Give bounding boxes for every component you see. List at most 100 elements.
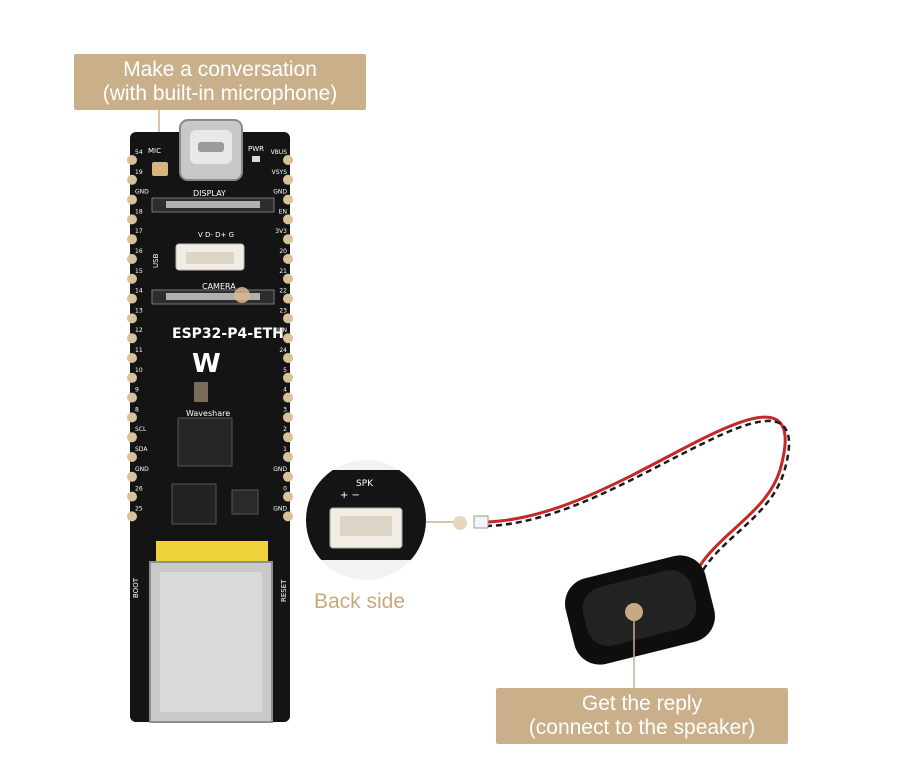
pin-label: 9 (135, 387, 139, 394)
cable-plug (473, 515, 489, 529)
pin-label: 5 (283, 367, 287, 374)
speaker-cable-black (485, 419, 791, 593)
camera-marker (234, 287, 250, 303)
spk-polarity: + − (340, 490, 360, 501)
pin-label: 23 (279, 307, 287, 314)
usb-header-socket (186, 252, 234, 264)
pin-label: 2 (283, 426, 287, 433)
camera-label: CAMERA (202, 282, 236, 291)
edge-pad (127, 254, 137, 264)
edge-pad (127, 333, 137, 344)
edge-pad (127, 313, 137, 324)
edge-pad (127, 432, 137, 443)
edge-pad (283, 432, 293, 443)
pin-label: 12 (135, 327, 143, 334)
pwr-led (252, 156, 260, 162)
edge-pad (127, 412, 137, 423)
edge-pad (283, 155, 293, 165)
speaker-cable-red (485, 415, 787, 591)
mic-label: MIC (148, 147, 161, 155)
edge-pad (283, 214, 293, 225)
pin-label: VBUS (271, 149, 288, 156)
pin-label: GND (273, 189, 287, 196)
pin-label: 4 (283, 387, 287, 394)
edge-pad (127, 452, 137, 462)
back-side-label: Back side (314, 590, 406, 613)
edge-pad (283, 254, 293, 264)
connector-marker (453, 516, 467, 530)
edge-pad (283, 471, 293, 482)
pin-label: 14 (135, 288, 143, 295)
pin-label: 26 (135, 486, 143, 493)
pin-label: SCL (135, 426, 147, 433)
back-side-inset-content: SPK + − (306, 470, 426, 560)
pin-label: 0 (283, 486, 287, 493)
rj45-shield (160, 572, 262, 712)
speaker-connector-socket (340, 516, 392, 536)
edge-pad (283, 491, 293, 502)
camera-connector-pins (166, 293, 260, 300)
microphone-callout-line2: (with built-in microphone) (102, 82, 338, 105)
pin-label: VSYS (272, 169, 288, 176)
regulator-chip (231, 489, 259, 515)
right-pin-labels: VBUSVSYSGNDEN3V320212223RUN2454321GND0GN… (271, 149, 288, 512)
right-pads (283, 155, 293, 522)
waveshare-logo: W (192, 349, 221, 379)
edge-pad (283, 412, 293, 423)
speaker-callout-line1: Get the reply (581, 692, 703, 715)
edge-pad (283, 293, 293, 304)
microphone-callout: Make a conversation (with built-in micro… (74, 54, 366, 110)
edge-pad (127, 293, 137, 304)
speaker-callout-line2: (connect to the speaker) (528, 716, 756, 739)
pin-label: 13 (135, 307, 143, 314)
speaker (565, 555, 715, 665)
edge-pad (127, 471, 137, 482)
edge-pad (283, 174, 293, 185)
edge-pad (283, 452, 293, 462)
display-label: DISPLAY (193, 189, 226, 198)
pin-label: 54 (135, 149, 143, 156)
pwr-label: PWR (248, 145, 264, 153)
edge-pad (283, 353, 293, 363)
pin-label: 16 (135, 248, 143, 255)
pin-label: 24 (279, 347, 287, 354)
flash-chip (177, 417, 233, 467)
pin-label: 25 (135, 505, 143, 512)
microphone (152, 162, 168, 176)
ethernet-leds (156, 541, 268, 561)
edge-pad (127, 511, 137, 522)
pin-label: 21 (279, 268, 287, 275)
pin-label: 8 (135, 406, 139, 413)
edge-pad (283, 372, 293, 383)
microphone-callout-line1: Make a conversation (123, 58, 317, 81)
edge-pad (127, 234, 137, 245)
boot-label: BOOT (132, 577, 140, 598)
edge-pad (127, 194, 137, 205)
edge-pad (127, 372, 137, 383)
edge-pad (283, 333, 293, 344)
ethernet-phy-chip (171, 483, 217, 525)
pin-label: GND (273, 466, 287, 473)
reset-label: RESET (280, 579, 288, 602)
pin-label: EN (279, 208, 287, 215)
pin-label: 1 (283, 446, 287, 453)
edge-pad (283, 313, 293, 324)
usb-pins-label: V D- D+ G (198, 231, 234, 239)
brand-label: Waveshare (186, 409, 230, 418)
spk-label: SPK (356, 479, 374, 489)
speaker-callout: Get the reply (connect to the speaker) (496, 688, 788, 744)
pin-label: GND (273, 505, 287, 512)
edge-pad (127, 353, 137, 363)
left-pads (127, 155, 137, 522)
pin-label: GND (135, 466, 149, 473)
edge-pad (127, 491, 137, 502)
pin-label: 20 (279, 248, 287, 255)
display-connector-pins (166, 201, 260, 208)
pin-label: 3V3 (275, 228, 287, 235)
edge-pad (127, 273, 137, 284)
edge-pad (127, 392, 137, 403)
edge-pad (283, 392, 293, 403)
board-model: ESP32-P4-ETH (172, 326, 284, 342)
